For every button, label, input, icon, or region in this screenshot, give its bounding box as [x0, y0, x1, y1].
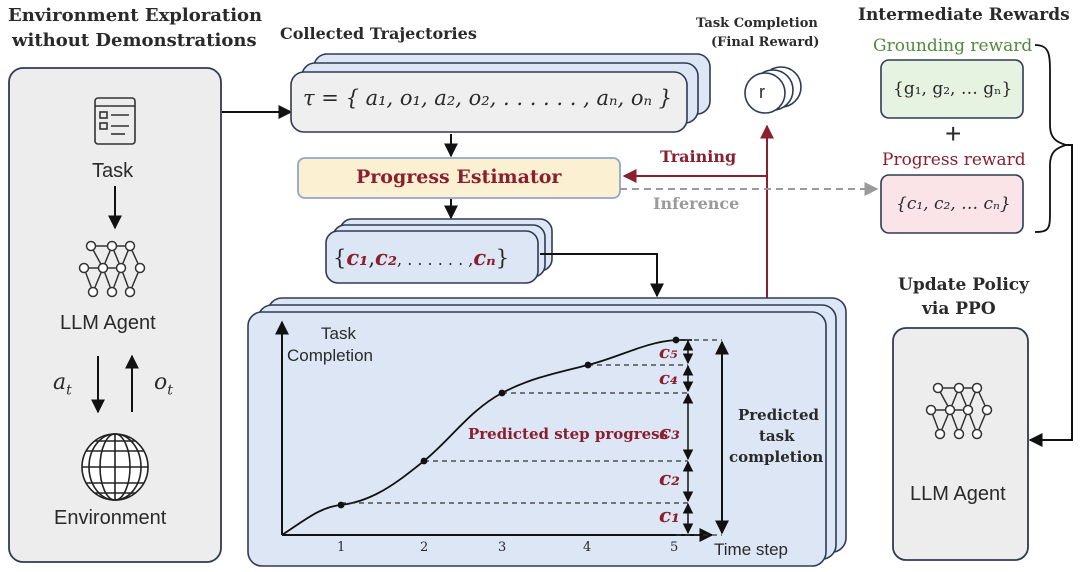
reward-circle [744, 72, 786, 114]
step-label-c3: c₃ [659, 420, 680, 444]
step-level-lines [341, 339, 722, 536]
predicted-set-card [325, 230, 539, 284]
left-agent-label: LLM Agent [60, 312, 156, 334]
predicted-completion-line3: completion [729, 448, 824, 466]
task-completion-heading-line2: (Final Reward) [711, 35, 820, 50]
step-label-c4: c₄ [659, 368, 678, 389]
training-label: Training [660, 147, 737, 166]
grounding-reward-formula: {g₁, g₂, … gₙ} [893, 79, 1013, 99]
reward-r-label: r [759, 82, 765, 102]
graph-y-label-line1: Task [321, 324, 356, 343]
env-heading-line1: Environment Exploration [8, 5, 263, 26]
action-subscript: t [66, 382, 72, 399]
set-open-brace: { [333, 246, 347, 270]
step-label-c2: c₂ [659, 466, 680, 490]
step-label-c1: c₁ [659, 503, 680, 527]
predicted-completion-line2: task [759, 427, 795, 445]
globe-icon [81, 433, 149, 501]
env-heading-line2: without Demonstrations [12, 30, 257, 51]
x-tick-2: 2 [420, 540, 429, 555]
set-comma-1: , [368, 246, 376, 270]
grounding-reward-box [880, 59, 1024, 119]
predicted-step-progress-label: Predicted step progress [468, 425, 669, 443]
progress-estimator-box [297, 157, 621, 199]
x-tick-4: 4 [583, 540, 592, 555]
progress-reward-label: Progress reward [882, 150, 1026, 170]
task-document-icon [94, 97, 136, 145]
grounding-reward-label: Grounding reward [873, 36, 1033, 56]
graph-card [247, 311, 827, 567]
environment-panel [8, 67, 222, 563]
curve-points [337, 336, 680, 509]
environment-label: Environment [54, 507, 167, 529]
trajectories-heading: Collected Trajectories [280, 24, 477, 43]
set-dots: , . . . . . . , [397, 250, 474, 269]
observation-label: ot [154, 370, 173, 398]
inference-label: Inference [653, 194, 740, 213]
trajectory-card [290, 71, 688, 133]
set-c1: c₁ [346, 245, 369, 270]
policy-llm-network-icon [925, 382, 993, 440]
graph-y-label-line2: Completion [287, 346, 373, 365]
policy-panel [892, 327, 1029, 561]
graph-x-label: Time step [714, 540, 789, 559]
policy-heading-line1: Update Policy [898, 275, 1030, 295]
llm-agent-network-icon [78, 240, 146, 298]
rewards-heading: Intermediate Rewards [858, 5, 1070, 25]
brace-to-policy-arrow [1028, 144, 1073, 447]
rewards-brace [1034, 44, 1070, 233]
observation-symbol: o [154, 370, 168, 395]
progress-estimator-label: Progress Estimator [356, 166, 562, 188]
observation-subscript: t [167, 382, 173, 399]
rewards-plus-sign: + [945, 118, 962, 149]
predicted-set-formula: {c₁,c₂, . . . . . . ,cₙ} [333, 245, 509, 270]
action-label: at [53, 370, 72, 398]
x-tick-1: 1 [337, 540, 346, 555]
predicted-completion-line1: Predicted [738, 406, 820, 424]
task-label: Task [92, 160, 134, 182]
progress-reward-box [880, 174, 1024, 234]
step-label-c5: c₅ [659, 342, 678, 363]
set-to-graph-arrow [540, 253, 664, 298]
progress-reward-formula: {c₁, c₂, … cₙ} [896, 194, 1011, 214]
x-tick-3: 3 [498, 540, 507, 555]
set-close-brace: } [495, 246, 510, 270]
x-tick-5: 5 [670, 540, 679, 555]
policy-agent-label: LLM Agent [910, 483, 1006, 505]
trajectory-formula: τ = { a₁, o₁, a₂, o₂, . . . . . . , aₙ, … [303, 86, 673, 110]
task-completion-heading-line1: Task Completion [696, 16, 818, 31]
set-cn: cₙ [473, 245, 496, 270]
policy-heading-line2: via PPO [922, 299, 996, 319]
action-symbol: a [53, 370, 67, 395]
set-c2: c₂ [375, 245, 398, 270]
